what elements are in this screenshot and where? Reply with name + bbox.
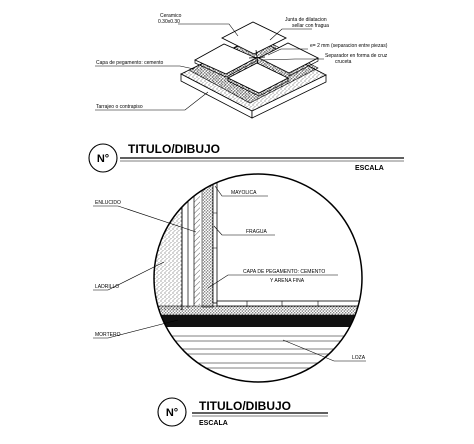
scale-text: ESCALA: [355, 165, 384, 172]
title-text: TITULO/DIBUJO: [128, 142, 220, 156]
mortar-band: [154, 315, 362, 327]
label-junta: Junta de dilatacion: [285, 17, 327, 23]
label-tarrajeo: Tarrajeo o contrapiso: [96, 104, 143, 110]
number-circle: [157, 397, 187, 427]
label-ceramico: Ceramico: [160, 13, 182, 19]
label-capa-pegamento-cemento: CAPA DE PEGAMENTO: CEMENTO: [243, 269, 325, 275]
circle-leaders: [93, 185, 366, 362]
label-capa-pegamento: Capa de pegamento: cemento: [96, 60, 163, 66]
label-fragua: FRAGUA: [246, 229, 268, 235]
tile-isometric-detail: [180, 21, 327, 119]
label-mayolica: MAYOLICA: [231, 190, 257, 196]
title-block-2: N° TITULO/DIBUJO ESCALA: [157, 397, 328, 427]
base-slab-front-right: [251, 74, 327, 119]
top-labels: Ceramico 0.30x0.30 Junta de dilatacion s…: [96, 13, 388, 110]
top-leaders: [95, 23, 324, 111]
label-separacion: e= 2 mm (separacion entre piezas): [310, 43, 388, 49]
scale-text: ESCALA: [199, 420, 228, 427]
tile-back: [221, 21, 288, 55]
title-text: TITULO/DIBUJO: [199, 399, 291, 413]
wall-tile: [212, 181, 218, 304]
adhesive-vertical: [201, 181, 214, 308]
label-ceramico-size: 0.30x0.30: [158, 19, 180, 25]
number-label: N°: [97, 153, 109, 165]
adhesive-floor: [154, 305, 362, 316]
number-label: N°: [166, 407, 178, 419]
floor-tile: [216, 300, 362, 307]
label-separador-2: cruceta: [335, 59, 352, 65]
label-enlucido: ENLUCIDO: [95, 200, 121, 206]
title-block-1: N° TITULO/DIBUJO ESCALA: [88, 142, 404, 173]
detail-circle: [153, 173, 363, 383]
label-loza: LOZA: [352, 355, 366, 361]
circle-labels: MAYOLICA ENLUCIDO FRAGUA CAPA DE PEGAMEN…: [95, 190, 366, 361]
number-circle: [88, 143, 118, 173]
label-mortero: MORTERO: [95, 332, 121, 338]
label-junta-2: sellar con fragua: [292, 23, 329, 29]
label-arena-fina: Y ARENA FINA: [270, 278, 305, 284]
plaster-layer: [194, 174, 200, 305]
label-ladrillo: LADRILLO: [95, 284, 119, 290]
label-separador: Separador en forma de cruz: [325, 53, 388, 59]
